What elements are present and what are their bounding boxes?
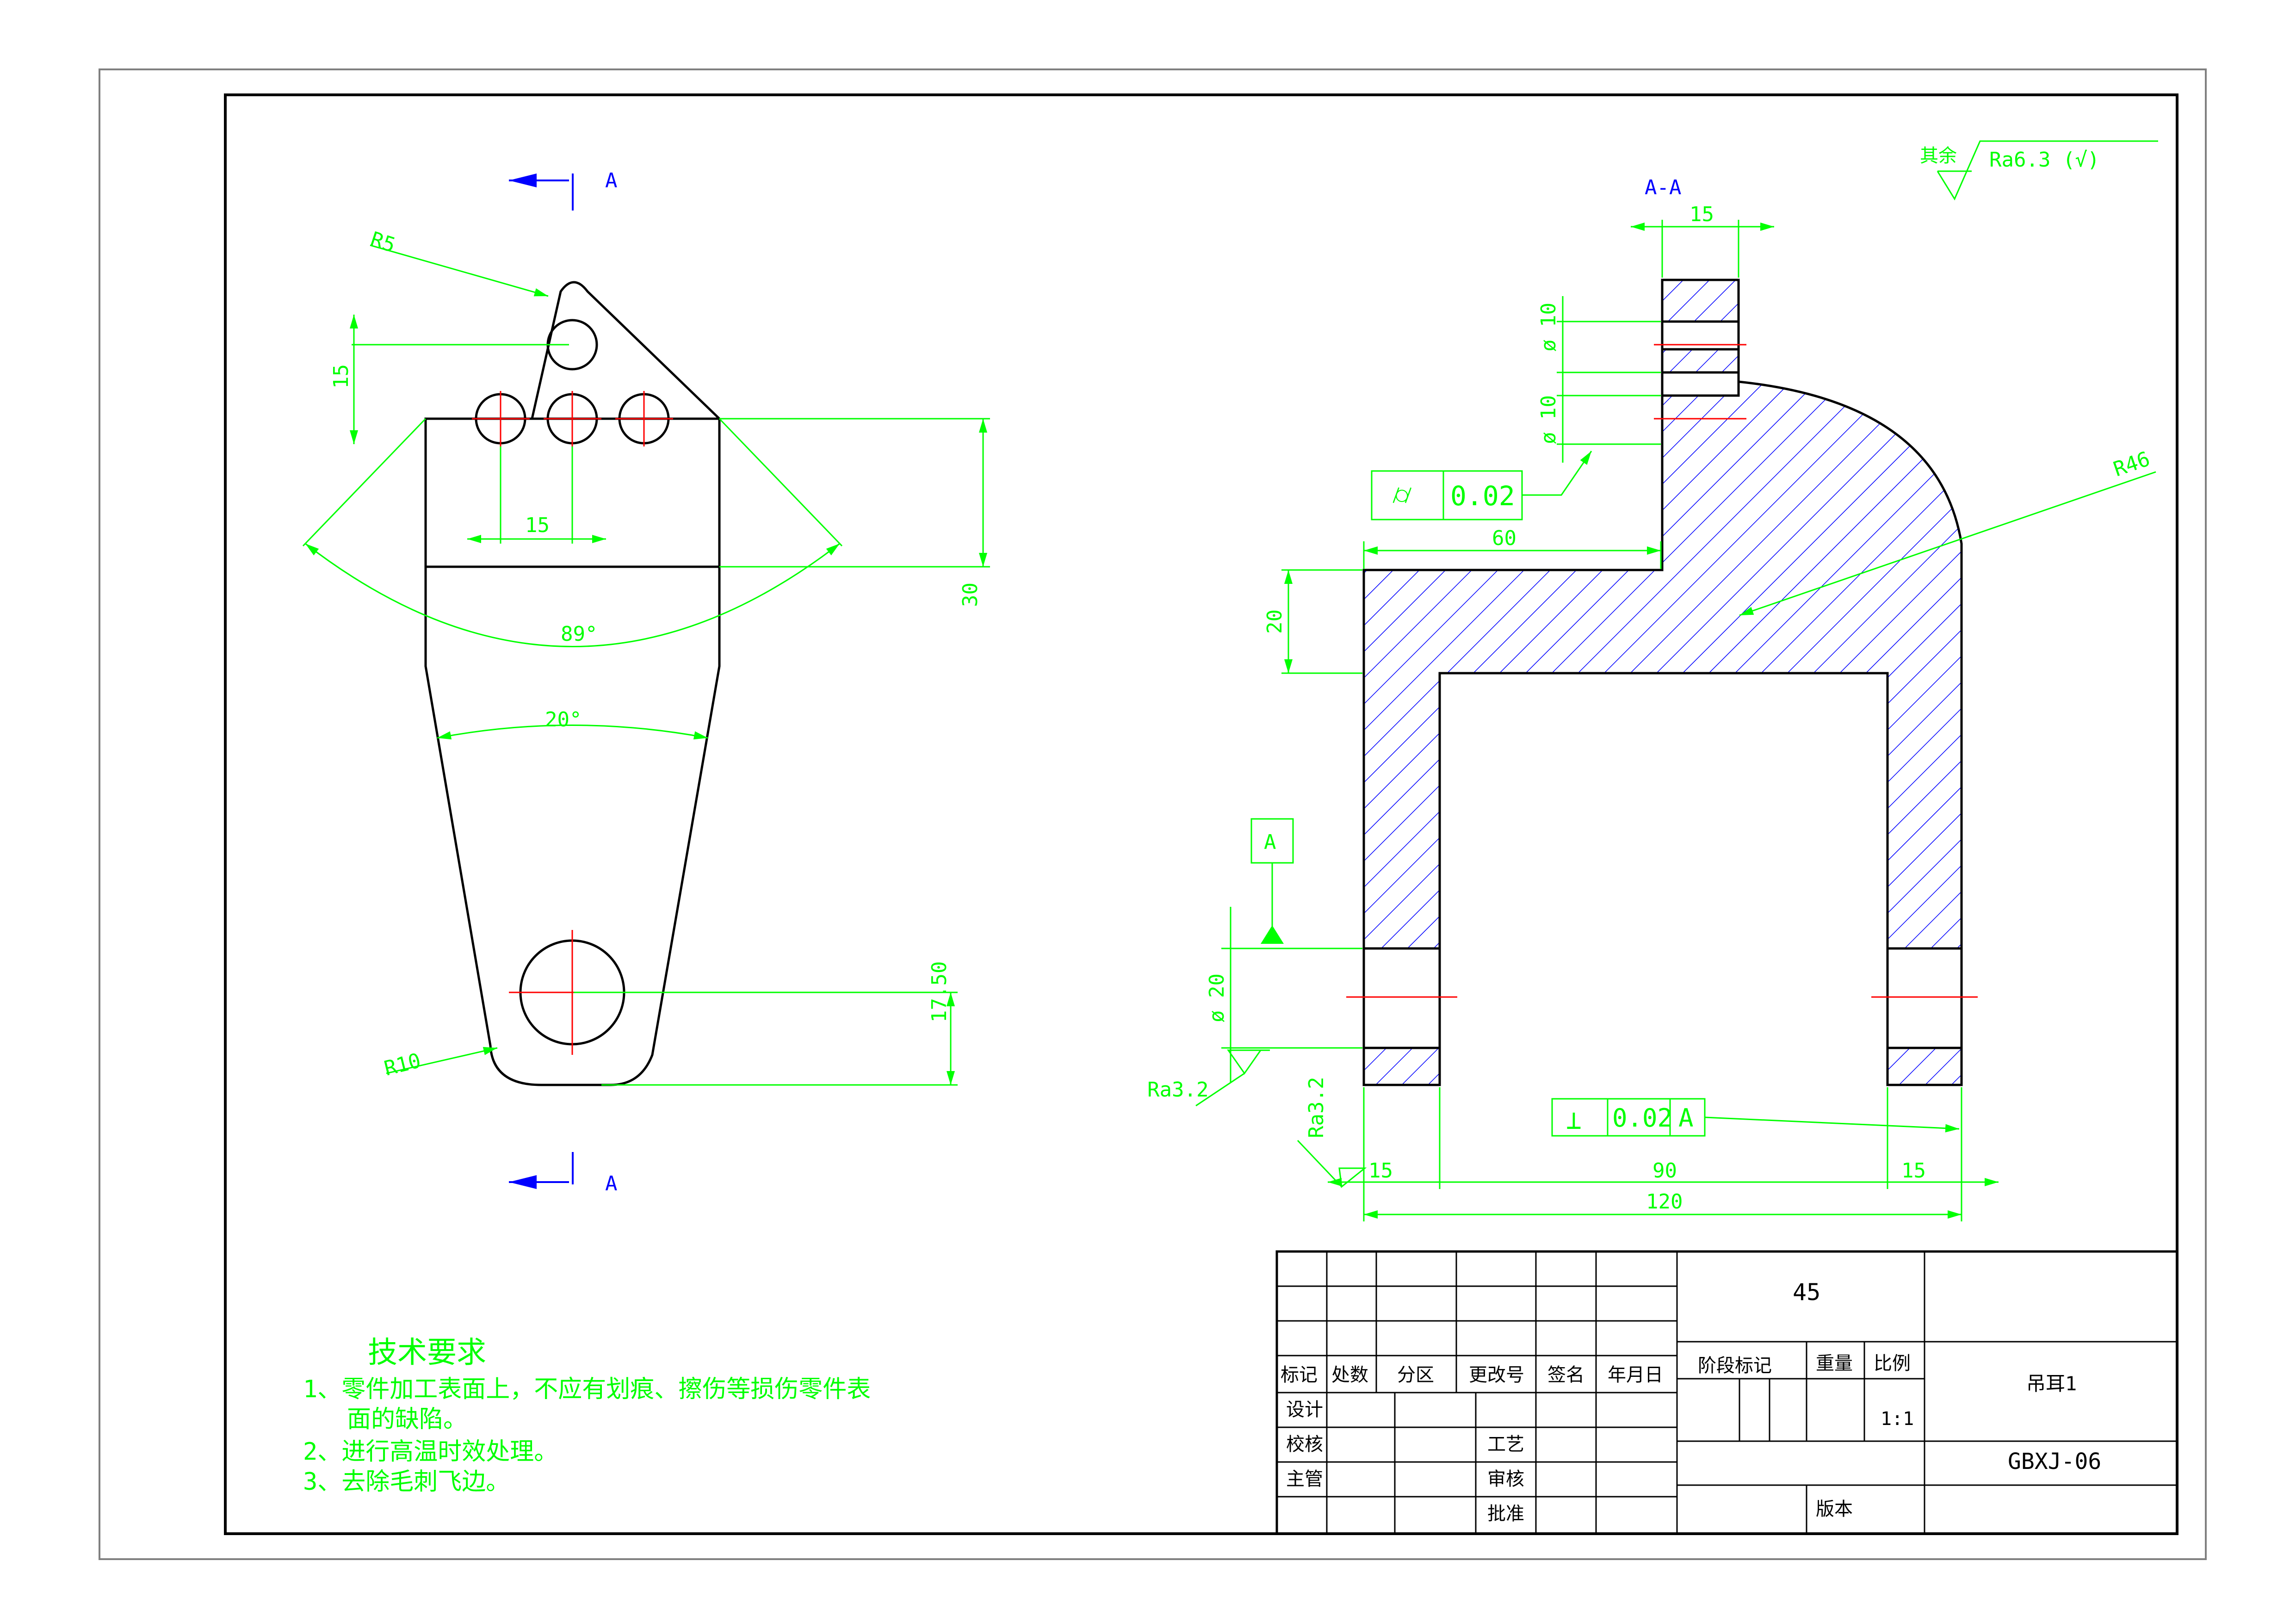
stage-mark: 阶段标记 [1698, 1355, 1772, 1376]
hdr-sign: 签名 [1547, 1364, 1584, 1386]
hdr-zone: 分区 [1397, 1364, 1434, 1386]
dim-hole-bottom: ø 20 [1205, 973, 1229, 1022]
role-design: 设计 [1286, 1399, 1323, 1420]
scale-value: 1:1 [1881, 1408, 1914, 1430]
dim-hole-1: ø 10 [1537, 303, 1560, 352]
drawing-number: GBXJ-06 [2008, 1449, 2101, 1474]
section-label-bottom: A [605, 1172, 618, 1196]
dim-20: 20 [1263, 609, 1287, 634]
inner-frame [224, 93, 2178, 1535]
dim-r46: R46 [2110, 447, 2153, 481]
material: 45 [1793, 1279, 1820, 1306]
dim-r10: R10 [382, 1049, 423, 1081]
surface-finish-marks: Ra3.2 Ra3.2 [1147, 1049, 1367, 1188]
dim-hole-2: ø 10 [1537, 395, 1560, 444]
scale-label: 比例 [1874, 1353, 1911, 1374]
perp-symbol: ⊥ [1566, 1105, 1582, 1135]
dim-120: 120 [1646, 1190, 1683, 1214]
dim-60: 60 [1492, 527, 1516, 550]
dim-horizontal-15: 15 [525, 514, 550, 537]
dim-30: 30 [959, 582, 982, 607]
role-manager: 主管 [1286, 1468, 1323, 1490]
bore-left [1362, 947, 1441, 1049]
perp-datum: A [1678, 1103, 1694, 1133]
front-view: A A R5 15 [302, 169, 990, 1196]
tech-title: 技术要求 [368, 1336, 486, 1370]
perp-value: 0.02 [1612, 1103, 1672, 1133]
role-check: 校核 [1286, 1434, 1323, 1455]
finish-prefix: 其余 [1920, 145, 1957, 167]
section-label-top: A [605, 169, 618, 192]
tech-line-1: 1、零件加工表面上，不应有划痕、擦伤等损伤零件表 [303, 1375, 871, 1403]
tech-line-3: 2、进行高温时效处理。 [303, 1438, 558, 1466]
cylindricity-value: 0.02 [1450, 480, 1515, 512]
gdt-cylindricity: ⌭ 0.02 [1371, 451, 1592, 520]
tech-line-4: 3、去除毛刺飞边。 [303, 1468, 510, 1496]
part-name: 吊耳1 [2026, 1372, 2077, 1395]
finish-default: Ra6.3 (√) [1989, 148, 2099, 172]
section-arrow-bottom: A [509, 1152, 618, 1196]
dimensions-left: R5 15 15 89° 30 20° 17.50 R10 [302, 227, 990, 1086]
dim-angle-20: 20° [545, 708, 582, 731]
dim-15-right: 15 [1901, 1159, 1926, 1183]
tech-line-2: 面的缺陷。 [347, 1406, 467, 1433]
title-block: 45 吊耳1 GBXJ-06 1:1 标记 处数 分区 更改号 签名 年月日 阶… [1275, 1250, 2178, 1535]
dim-17-50: 17.50 [928, 961, 951, 1022]
section-body [1362, 279, 1963, 1086]
role-approve: 批准 [1487, 1503, 1524, 1524]
finish-mark-1: Ra3.2 [1147, 1078, 1208, 1102]
hdr-change: 更改号 [1469, 1364, 1524, 1386]
dim-angle-89: 89° [561, 622, 597, 646]
weight-label: 重量 [1816, 1353, 1853, 1374]
section-arrow-top: A [509, 169, 618, 211]
version-label: 版本 [1816, 1499, 1853, 1520]
section-view-a-a: A-A 其余 Ra6.3 (√) 15 [1147, 140, 2158, 1221]
dim-width-15: 15 [1690, 203, 1714, 226]
tech-requirements: 技术要求 1、零件加工表面上，不应有划痕、擦伤等损伤零件表 面的缺陷。 2、进行… [303, 1336, 871, 1496]
hole-top-b [1661, 371, 1740, 397]
hdr-date: 年月日 [1608, 1364, 1663, 1386]
dim-15-left: 15 [1368, 1159, 1393, 1183]
datum-a: A [1250, 818, 1294, 944]
outer-border [99, 68, 2207, 1560]
datum-label: A [1264, 830, 1276, 854]
role-process: 工艺 [1487, 1434, 1524, 1455]
role-review: 审核 [1487, 1468, 1524, 1490]
dim-vertical-15: 15 [329, 364, 353, 389]
dim-90: 90 [1652, 1159, 1677, 1183]
centerlines-right [1346, 344, 1978, 998]
bore-right [1886, 947, 1963, 1049]
view-title-a-a: A-A [1645, 176, 1681, 199]
surface-finish-default: 其余 Ra6.3 (√) [1920, 140, 2158, 201]
gdt-perpendicularity: ⊥ 0.02 A [1551, 1098, 1960, 1137]
hdr-count: 处数 [1331, 1364, 1368, 1386]
dim-r5: R5 [368, 227, 398, 257]
hdr-mark: 标记 [1281, 1364, 1318, 1386]
cylindricity-symbol: ⌭ [1392, 478, 1412, 510]
part-outline [424, 281, 721, 1086]
finish-mark-2: Ra3.2 [1305, 1077, 1328, 1138]
